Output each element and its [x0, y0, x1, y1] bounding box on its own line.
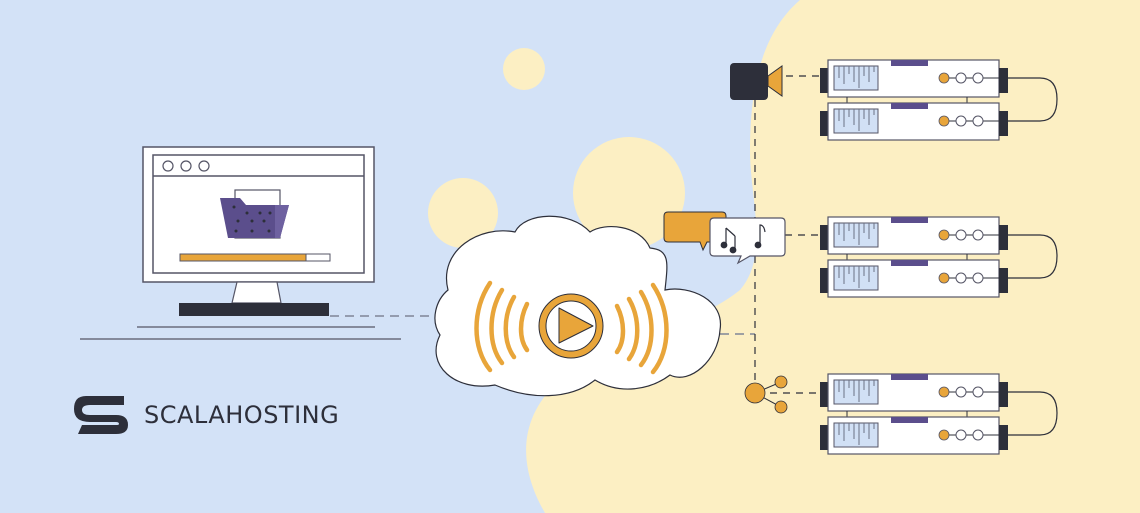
play-icon — [538, 293, 604, 359]
music-note-chat-icon — [663, 211, 786, 265]
progress-bar — [179, 253, 331, 262]
decor-circle — [503, 48, 545, 90]
brand-name: SCALAHOSTING — [144, 401, 340, 429]
folder-icon — [220, 189, 289, 239]
decor-circle — [428, 178, 498, 248]
video-camera-icon — [730, 63, 783, 100]
connector-lines — [330, 315, 755, 335]
share-icon — [744, 375, 788, 414]
cloud-icon — [434, 215, 721, 397]
signal-waves-right — [614, 282, 669, 375]
signal-waves-left — [474, 280, 530, 373]
monitor-icon — [80, 146, 401, 340]
decor-circle — [573, 137, 685, 249]
network-lines — [754, 75, 820, 394]
brand-logo[interactable]: SCALAHOSTING — [72, 392, 339, 438]
scalahosting-s-logo-icon — [74, 396, 128, 434]
